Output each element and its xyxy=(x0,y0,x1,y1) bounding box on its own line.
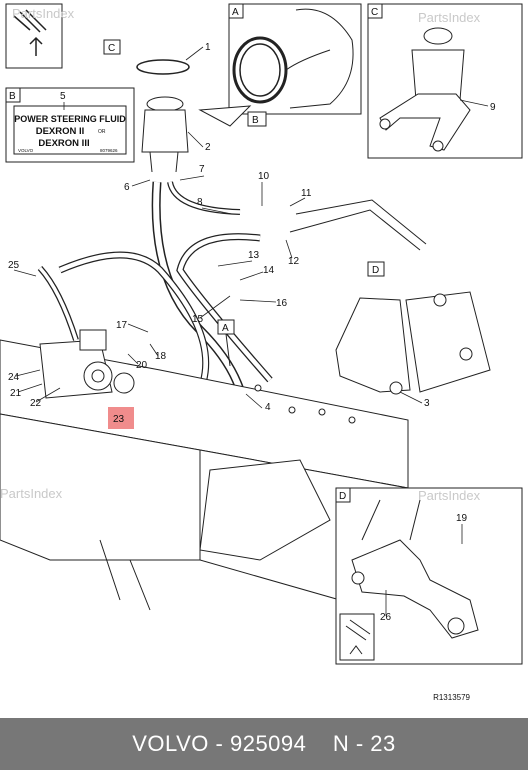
parts-diagram: PartsIndex B POWER STEERING FLUID DEXRON… xyxy=(0,3,523,702)
callout-10: 10 xyxy=(258,171,270,182)
gear-bracket-assembly xyxy=(335,261,491,395)
footer-bar: VOLVO - 925094 N - 23 xyxy=(0,718,528,770)
callout-9: 9 xyxy=(490,102,496,113)
detail-box-b-letter: B xyxy=(9,91,16,102)
callout-15: 15 xyxy=(192,314,204,325)
detail-box-a-marker: A xyxy=(217,319,235,367)
watermark-top-right: PartsIndex xyxy=(418,10,481,25)
callout-18: 18 xyxy=(155,351,167,362)
fluid-label-partno: 8079626 xyxy=(100,148,118,153)
callout-5: 5 xyxy=(60,91,66,102)
fluid-label-or: OR xyxy=(98,129,106,135)
reference-code: R1313579 xyxy=(433,693,470,702)
detail-box-d-letter: D xyxy=(339,491,346,502)
callout-8: 8 xyxy=(197,197,203,208)
fluid-label-brand: VOLVO xyxy=(18,148,34,153)
watermark-mid-left: PartsIndex xyxy=(0,486,63,501)
detail-box-d: D xyxy=(335,487,523,665)
detail-box-c-letter: C xyxy=(371,7,378,18)
detail-box-a: A xyxy=(228,3,362,115)
callout-14: 14 xyxy=(263,265,275,276)
reservoir xyxy=(136,59,252,173)
callout-6: 6 xyxy=(124,182,130,193)
footer-part-number: 925094 xyxy=(229,731,307,756)
highlighted-callout-box xyxy=(108,407,134,429)
watermark-bottom-right: PartsIndex xyxy=(418,488,481,503)
callout-26: 26 xyxy=(380,612,392,623)
footer-position-prefix: N - xyxy=(332,731,371,756)
callout-12: 12 xyxy=(288,256,300,267)
callout-19: 19 xyxy=(456,513,468,524)
svg-text:B: B xyxy=(252,115,259,126)
callout-3: 3 xyxy=(424,398,430,409)
steering-gear xyxy=(39,329,135,399)
footer-separator: - xyxy=(208,731,230,756)
callout-2: 2 xyxy=(205,142,211,153)
detail-box-c-marker: C xyxy=(103,39,121,55)
fluid-label-line2: DEXRON II xyxy=(36,126,85,137)
detail-box-d-marker: D xyxy=(372,265,379,276)
callout-24: 24 xyxy=(8,372,20,383)
leader-lines xyxy=(13,46,489,616)
watermark-top-left: PartsIndex xyxy=(12,6,75,21)
callout-labels: 1 2 3 4 5 6 7 8 9 10 11 12 13 14 15 16 1… xyxy=(8,42,496,623)
detail-box-c: C xyxy=(367,3,523,159)
svg-text:C: C xyxy=(108,43,115,54)
fluid-label-line3: DEXRON III xyxy=(38,138,89,149)
callout-16: 16 xyxy=(276,298,288,309)
svg-text:A: A xyxy=(222,323,229,334)
callout-1: 1 xyxy=(205,42,211,53)
detail-box-b: B POWER STEERING FLUID DEXRON II OR DEXR… xyxy=(5,87,135,163)
callout-7: 7 xyxy=(199,164,205,175)
callout-4: 4 xyxy=(265,402,271,413)
callout-11: 11 xyxy=(301,188,312,199)
detail-box-a-letter: A xyxy=(232,7,239,18)
footer-position: 23 xyxy=(370,731,396,756)
callout-25: 25 xyxy=(8,260,20,271)
footer-brand: VOLVO xyxy=(132,731,209,756)
callout-21: 21 xyxy=(10,388,22,399)
detail-box-b-marker: B xyxy=(247,111,267,127)
view-orientation-icon xyxy=(5,3,63,69)
callout-20: 20 xyxy=(136,360,148,371)
callout-22: 22 xyxy=(30,398,42,409)
callout-23: 23 xyxy=(113,414,125,425)
callout-17: 17 xyxy=(116,320,128,331)
callout-13: 13 xyxy=(248,250,260,261)
fluid-label-line1: POWER STEERING FLUID xyxy=(14,114,126,124)
